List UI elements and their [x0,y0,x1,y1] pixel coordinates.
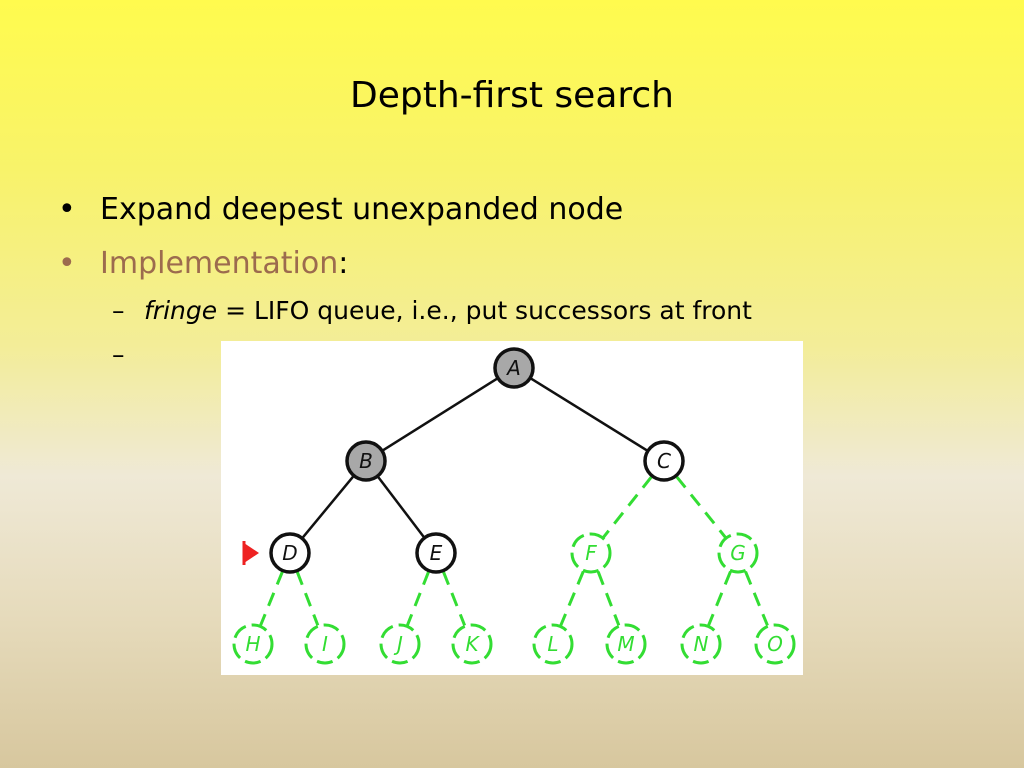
search-tree-diagram: A B C D E F G H I J K L M N O [221,341,803,675]
bullet-marker: • [58,246,76,281]
tree-node-L: L [532,623,574,665]
tree-node-circle-N [680,623,722,665]
tree-node-label-B: B [359,449,373,473]
sub-bullet-dash: – [112,340,125,369]
tree-node-label-K: K [465,632,480,656]
tree-edge-B-E [377,476,425,538]
tree-edge-B-D [301,475,355,539]
tree-node-D: D [269,532,311,574]
tree-edge-F-L [559,570,585,627]
bullet-expand: • Expand deepest unexpanded node [58,192,623,228]
tree-edge-A-B [382,377,498,452]
tree-edge-G-O [744,570,769,627]
tree-node-label-C: C [657,449,671,473]
tree-node-circle-G [717,532,759,574]
search-tree-svg: A B C D E F G H I J K L M N O [232,347,796,665]
tree-node-circle-B [345,440,387,482]
tree-node-N: N [680,623,722,665]
tree-node-A: A [493,347,535,389]
sub-bullet-empty: – [112,340,144,370]
tree-node-I: I [304,623,346,665]
tree-node-circle-F [570,532,612,574]
tree-edge-G-N [707,570,732,627]
tree-node-circle-A [493,347,535,389]
current-node-marker-icon [244,543,259,563]
tree-node-label-D: D [282,541,297,565]
tree-node-circle-H [232,623,274,665]
sub-bullet-italic-term: fringe [144,296,218,325]
tree-edge-A-C [530,377,648,452]
tree-node-H: H [232,623,274,665]
tree-node-circle-I [304,623,346,665]
tree-node-label-J: J [393,632,403,656]
tree-node-circle-L [532,623,574,665]
tree-node-G: G [717,532,759,574]
tree-node-circle-E [415,532,457,574]
tree-node-K: K [451,623,493,665]
tree-node-label-O: O [767,632,783,656]
tree-edge-D-H [259,570,284,627]
tree-node-label-I: I [322,632,328,656]
tree-edge-D-I [295,571,320,626]
tree-node-label-G: G [730,541,746,565]
tree-node-M: M [605,623,647,665]
tree-edge-E-K [441,571,467,626]
tree-node-label-M: M [617,632,634,656]
tree-node-B: B [345,440,387,482]
tree-edge-C-G [675,475,727,539]
tree-node-E: E [415,532,457,574]
tree-edge-F-M [596,571,621,626]
tree-node-label-L: L [547,632,558,656]
tree-node-circle-M [605,623,647,665]
tree-node-J: J [379,623,421,665]
tree-edge-E-J [405,571,431,626]
bullet-implementation: • Implementation: [58,246,348,282]
tree-node-label-H: H [245,632,260,656]
bullet-rest-text: : [338,246,349,281]
bullet-text: Expand deepest unexpanded node [100,192,624,227]
tree-node-label-N: N [694,632,709,656]
tree-node-circle-O [754,623,796,665]
tree-node-label-A: A [505,356,521,380]
tree-node-F: F [570,532,612,574]
bullet-accent-text: Implementation [100,246,339,281]
bullet-marker: • [58,192,76,227]
sub-bullet-text: = LIFO queue, i.e., put successors at fr… [217,296,752,325]
tree-node-circle-C [643,440,685,482]
tree-node-C: C [643,440,685,482]
sub-bullet-dash: – [112,296,125,325]
sub-bullet-fringe: –fringe = LIFO queue, i.e., put successo… [112,296,752,326]
tree-node-circle-J [379,623,421,665]
tree-edge-C-F [602,475,653,539]
slide-title: Depth-first search [349,75,675,116]
tree-node-circle-K [451,623,493,665]
tree-node-label-E: E [430,541,443,565]
tree-node-circle-D [269,532,311,574]
tree-node-O: O [754,623,796,665]
tree-node-label-F: F [585,541,597,565]
